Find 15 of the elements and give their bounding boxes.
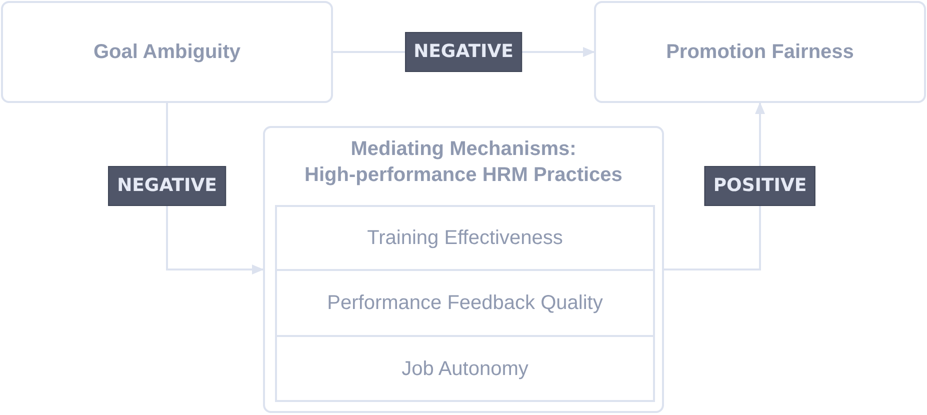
- group-title: Mediating Mechanisms: High-performance HRM Practices: [304, 137, 624, 188]
- node-label: Performance Feedback Quality: [326, 291, 604, 316]
- list-row: [275, 271, 655, 337]
- node-label: Job Autonomy: [400, 356, 530, 382]
- edge-label: NEGATIVE: [404, 32, 522, 72]
- node-label: Training Effectiveness: [366, 226, 564, 251]
- concept-box: [1, 1, 333, 103]
- list-row: [275, 205, 655, 271]
- node-label: Goal Ambiguity: [92, 40, 242, 65]
- concept-box: [594, 1, 926, 103]
- edge-label: POSITIVE: [704, 166, 816, 206]
- node-label: Promotion Fairness: [665, 40, 855, 65]
- group-box: [263, 126, 664, 413]
- list-row: [275, 337, 655, 402]
- edge-label: NEGATIVE: [108, 166, 226, 206]
